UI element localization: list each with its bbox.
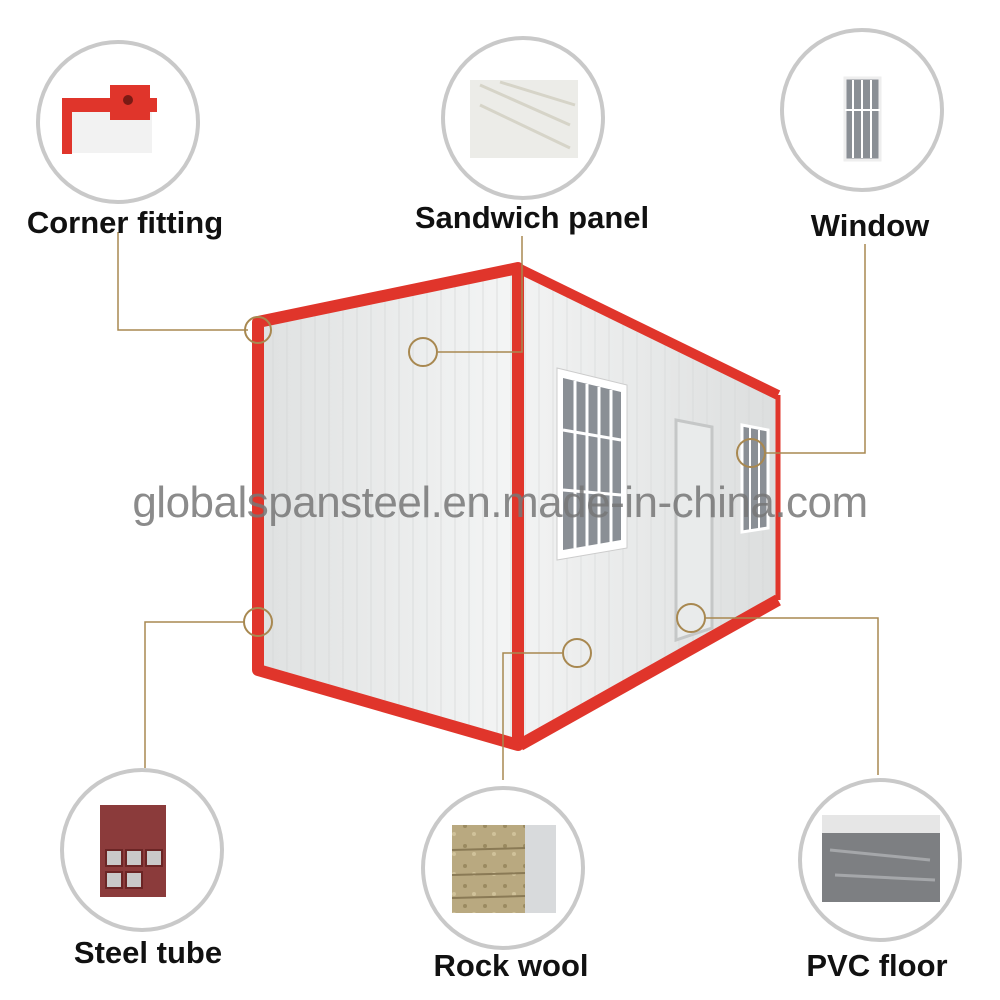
callout-markers bbox=[243, 316, 766, 668]
label-window: Window bbox=[810, 208, 930, 243]
label-corner-fitting: Corner fitting bbox=[26, 205, 224, 240]
watermark: globalspansteel.en.made-in-china.com bbox=[132, 478, 868, 527]
label-pvc-floor: PVC floor bbox=[806, 948, 948, 983]
steel-frame bbox=[252, 262, 781, 751]
side-window-2 bbox=[740, 423, 770, 534]
leader-sandwich-panel bbox=[438, 236, 523, 353]
detail-corner-fitting bbox=[36, 40, 200, 204]
leader-lines bbox=[117, 232, 879, 780]
side-window bbox=[556, 367, 628, 561]
detail-rock-wool bbox=[421, 786, 585, 950]
leader-window bbox=[765, 244, 866, 454]
container-house bbox=[252, 262, 781, 751]
detail-sandwich-panel bbox=[441, 36, 605, 200]
detail-pvc-floor bbox=[798, 778, 962, 942]
leader-corner-fitting bbox=[117, 232, 248, 331]
label-sandwich-panel: Sandwich panel bbox=[414, 200, 650, 235]
label-rock-wool: Rock wool bbox=[433, 948, 589, 983]
detail-window bbox=[780, 28, 944, 192]
leader-steel-tube bbox=[144, 621, 245, 768]
leader-pvc-floor bbox=[705, 617, 879, 775]
door bbox=[674, 418, 714, 643]
label-steel-tube: Steel tube bbox=[73, 935, 223, 970]
leader-rock-wool bbox=[502, 652, 562, 780]
detail-steel-tube bbox=[60, 768, 224, 932]
